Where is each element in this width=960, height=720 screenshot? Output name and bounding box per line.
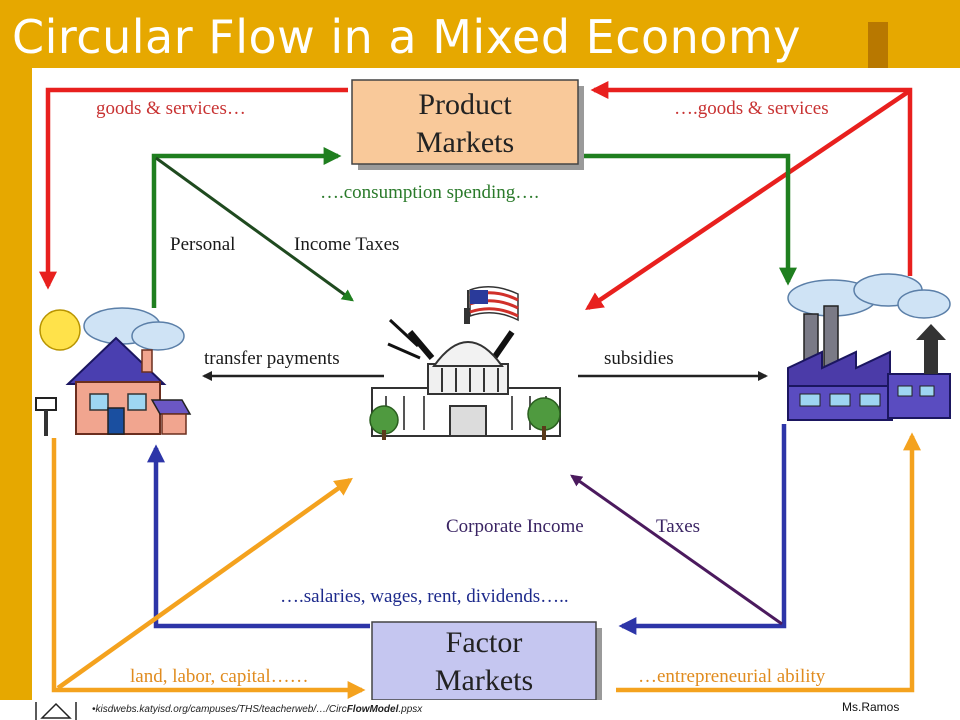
source-url-prefix: •kisdwebs.katyisd.org/campuses/THS/teach… [92, 704, 347, 715]
label-income-taxes: Income Taxes [294, 234, 399, 255]
factor-payments-to-households-arrow [147, 444, 370, 629]
factor-markets-label-line1: Factor [446, 626, 523, 659]
resources-to-government-arrow [56, 477, 353, 690]
label-goods-services-right: ….goods & services [674, 98, 829, 119]
label-consumption-spending: ….consumption spending…. [320, 182, 539, 203]
author-credit: Ms.Ramos [842, 700, 900, 714]
consumption-spending-to-firms-arrow [580, 153, 797, 286]
consumption-spending-from-households-arrow [151, 147, 342, 308]
slide-nav-icon[interactable] [34, 702, 78, 720]
resources-from-households-arrow [51, 438, 366, 699]
title-decoration [868, 22, 888, 68]
goods-services-to-households-arrow [39, 87, 348, 290]
factory-icon [787, 273, 951, 421]
circular-flow-diagram: Product Markets Factor Markets [35, 79, 951, 700]
source-url-suffix: .ppsx [398, 704, 423, 715]
source-url-bold: FlowModel [346, 704, 399, 715]
label-corporate-income: Corporate Income [446, 516, 584, 537]
slide-title: Circular Flow in a Mixed Economy [12, 10, 801, 64]
label-salaries-wages-rent-dividends: ….salaries, wages, rent, dividends….. [280, 586, 569, 607]
house-icon [35, 307, 192, 436]
factor-markets-box: Factor Markets [371, 621, 602, 700]
personal-income-taxes-arrow [155, 156, 354, 302]
label-subsidies: subsidies [604, 348, 674, 369]
label-transfer-payments: transfer payments [204, 348, 340, 369]
product-markets-label-line2: Markets [416, 126, 514, 159]
product-markets-box: Product Markets [351, 79, 584, 170]
product-markets-label-line1: Product [418, 88, 512, 121]
factor-markets-label-line2: Markets [435, 664, 533, 697]
diagram-canvas: Product Markets Factor Markets [32, 68, 960, 700]
label-goods-services-left: goods & services… [96, 98, 246, 119]
factor-payments-from-firms-arrow [618, 424, 787, 635]
label-personal: Personal [170, 234, 235, 255]
label-taxes: Taxes [656, 516, 700, 537]
label-land-labor-capital: land, labor, capital…… [130, 666, 309, 687]
flag-icon [467, 286, 519, 322]
resources-to-firms-arrow [616, 432, 921, 693]
government-building-icon [369, 308, 561, 440]
source-url: •kisdwebs.katyisd.org/campuses/THS/teach… [92, 704, 422, 715]
corporate-income-taxes-arrow [570, 474, 783, 626]
goods-services-from-firms-arrow [590, 81, 913, 276]
slide-footer [0, 700, 960, 720]
goods-services-to-government-arrow [585, 90, 910, 311]
label-entrepreneurial-ability: …entrepreneurial ability [638, 666, 826, 687]
